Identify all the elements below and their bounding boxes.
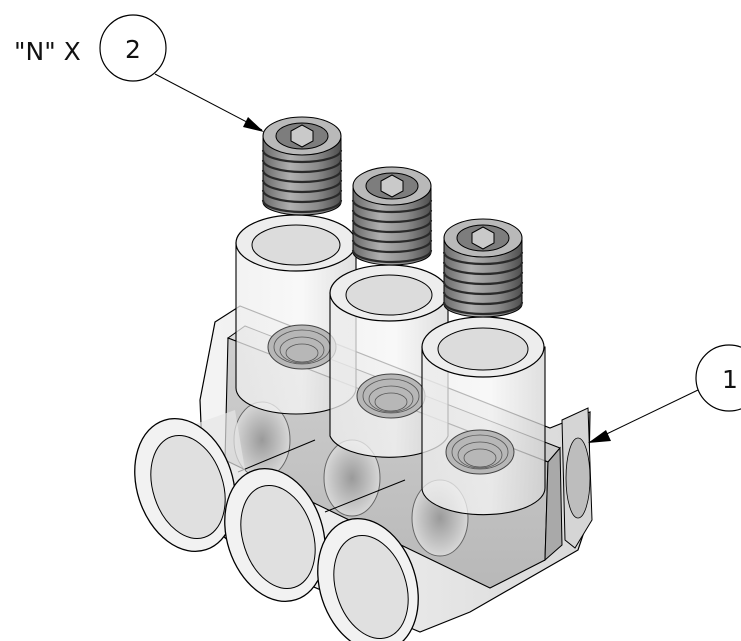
callout-1-arrowhead bbox=[588, 430, 611, 443]
set-screw-1 bbox=[261, 116, 343, 216]
horizontal-port-3 bbox=[317, 517, 419, 641]
hex-socket-icon bbox=[290, 124, 314, 148]
horizontal-port-1 bbox=[134, 410, 250, 553]
connector-body bbox=[134, 214, 593, 641]
bar-end-face bbox=[544, 446, 563, 562]
callout-1-number: 1 bbox=[722, 365, 738, 394]
callout-2-number: 2 bbox=[125, 35, 141, 64]
callout-1: 1 bbox=[588, 344, 741, 443]
set-screw-3 bbox=[442, 218, 524, 318]
bar-divider-2 bbox=[324, 479, 406, 513]
body-end-hole bbox=[565, 437, 591, 519]
callout-2-arrowhead bbox=[243, 117, 264, 132]
callout-1-leader bbox=[589, 389, 699, 443]
callout-2: "N" X 2 bbox=[14, 14, 264, 132]
callout-1-balloon bbox=[695, 344, 741, 412]
hex-socket-icon bbox=[471, 226, 495, 250]
callout-2-leader bbox=[154, 73, 263, 131]
hex-socket-icon bbox=[380, 174, 404, 198]
bar-divider-1 bbox=[237, 439, 316, 473]
callout-2-balloon bbox=[99, 14, 167, 82]
set-screw-2 bbox=[351, 166, 433, 266]
vertical-tube-3 bbox=[421, 316, 546, 516]
horizontal-port-2 bbox=[224, 467, 326, 603]
vertical-tube-1 bbox=[235, 214, 357, 415]
callout-2-quantity-label: "N" X bbox=[14, 37, 81, 66]
vertical-tube-2 bbox=[329, 264, 449, 458]
